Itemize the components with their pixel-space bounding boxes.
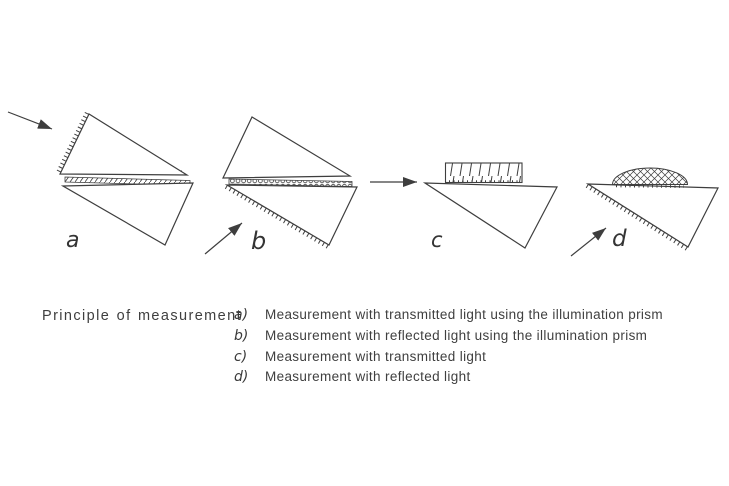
diagram-c-transmitted xyxy=(370,162,558,249)
diagram-label-a: a xyxy=(66,228,80,253)
legend-key-c: c) xyxy=(234,348,248,365)
light-ray-arrow-d xyxy=(570,227,607,257)
diagram-d-reflected xyxy=(570,167,719,257)
legend-key-d: d) xyxy=(234,369,249,386)
legend-text-b: Measurement with reflected light using t… xyxy=(265,327,648,343)
hatched-edge-d-hypotenuse xyxy=(585,184,688,251)
hatched-edge-b-hypotenuse xyxy=(224,185,329,249)
legend-key-a: a) xyxy=(234,307,249,323)
legend-item-c: c) Measurement with transmitted light xyxy=(234,349,663,370)
illumination-prism-b xyxy=(222,116,353,179)
diagram-a-transmitted-illumination xyxy=(7,111,194,246)
measuring-prism-c xyxy=(422,182,558,249)
diagram-label-d: d xyxy=(612,226,627,252)
legend-text-d: Measurement with reflected light xyxy=(265,369,471,385)
measuring-prism-b xyxy=(224,184,358,246)
legend-list: a) Measurement with transmitted light us… xyxy=(234,307,663,390)
legend-key-b: b) xyxy=(234,327,249,344)
illumination-prism-a xyxy=(59,113,190,176)
legend-item-b: b) Measurement with reflected light usin… xyxy=(234,328,663,349)
sample-block-c xyxy=(444,162,523,184)
caption-title: Principle of measurement xyxy=(42,308,243,324)
sample-drop-d xyxy=(611,167,689,185)
light-ray-arrow-a xyxy=(7,111,53,130)
diagram-label-c: c xyxy=(431,228,443,252)
legend-text-c: Measurement with transmitted light xyxy=(265,348,487,364)
legend-item-d: d) Measurement with reflected light xyxy=(234,369,663,390)
measuring-prism-a xyxy=(60,182,194,246)
light-ray-arrow-b xyxy=(204,222,243,255)
diagram-label-b: b xyxy=(251,227,267,255)
measuring-prism-d xyxy=(585,183,719,248)
legend-text-a: Measurement with transmitted light using… xyxy=(265,307,663,322)
diagram-b-reflected-illumination xyxy=(204,116,358,255)
legend-item-a: a) Measurement with transmitted light us… xyxy=(234,307,663,328)
